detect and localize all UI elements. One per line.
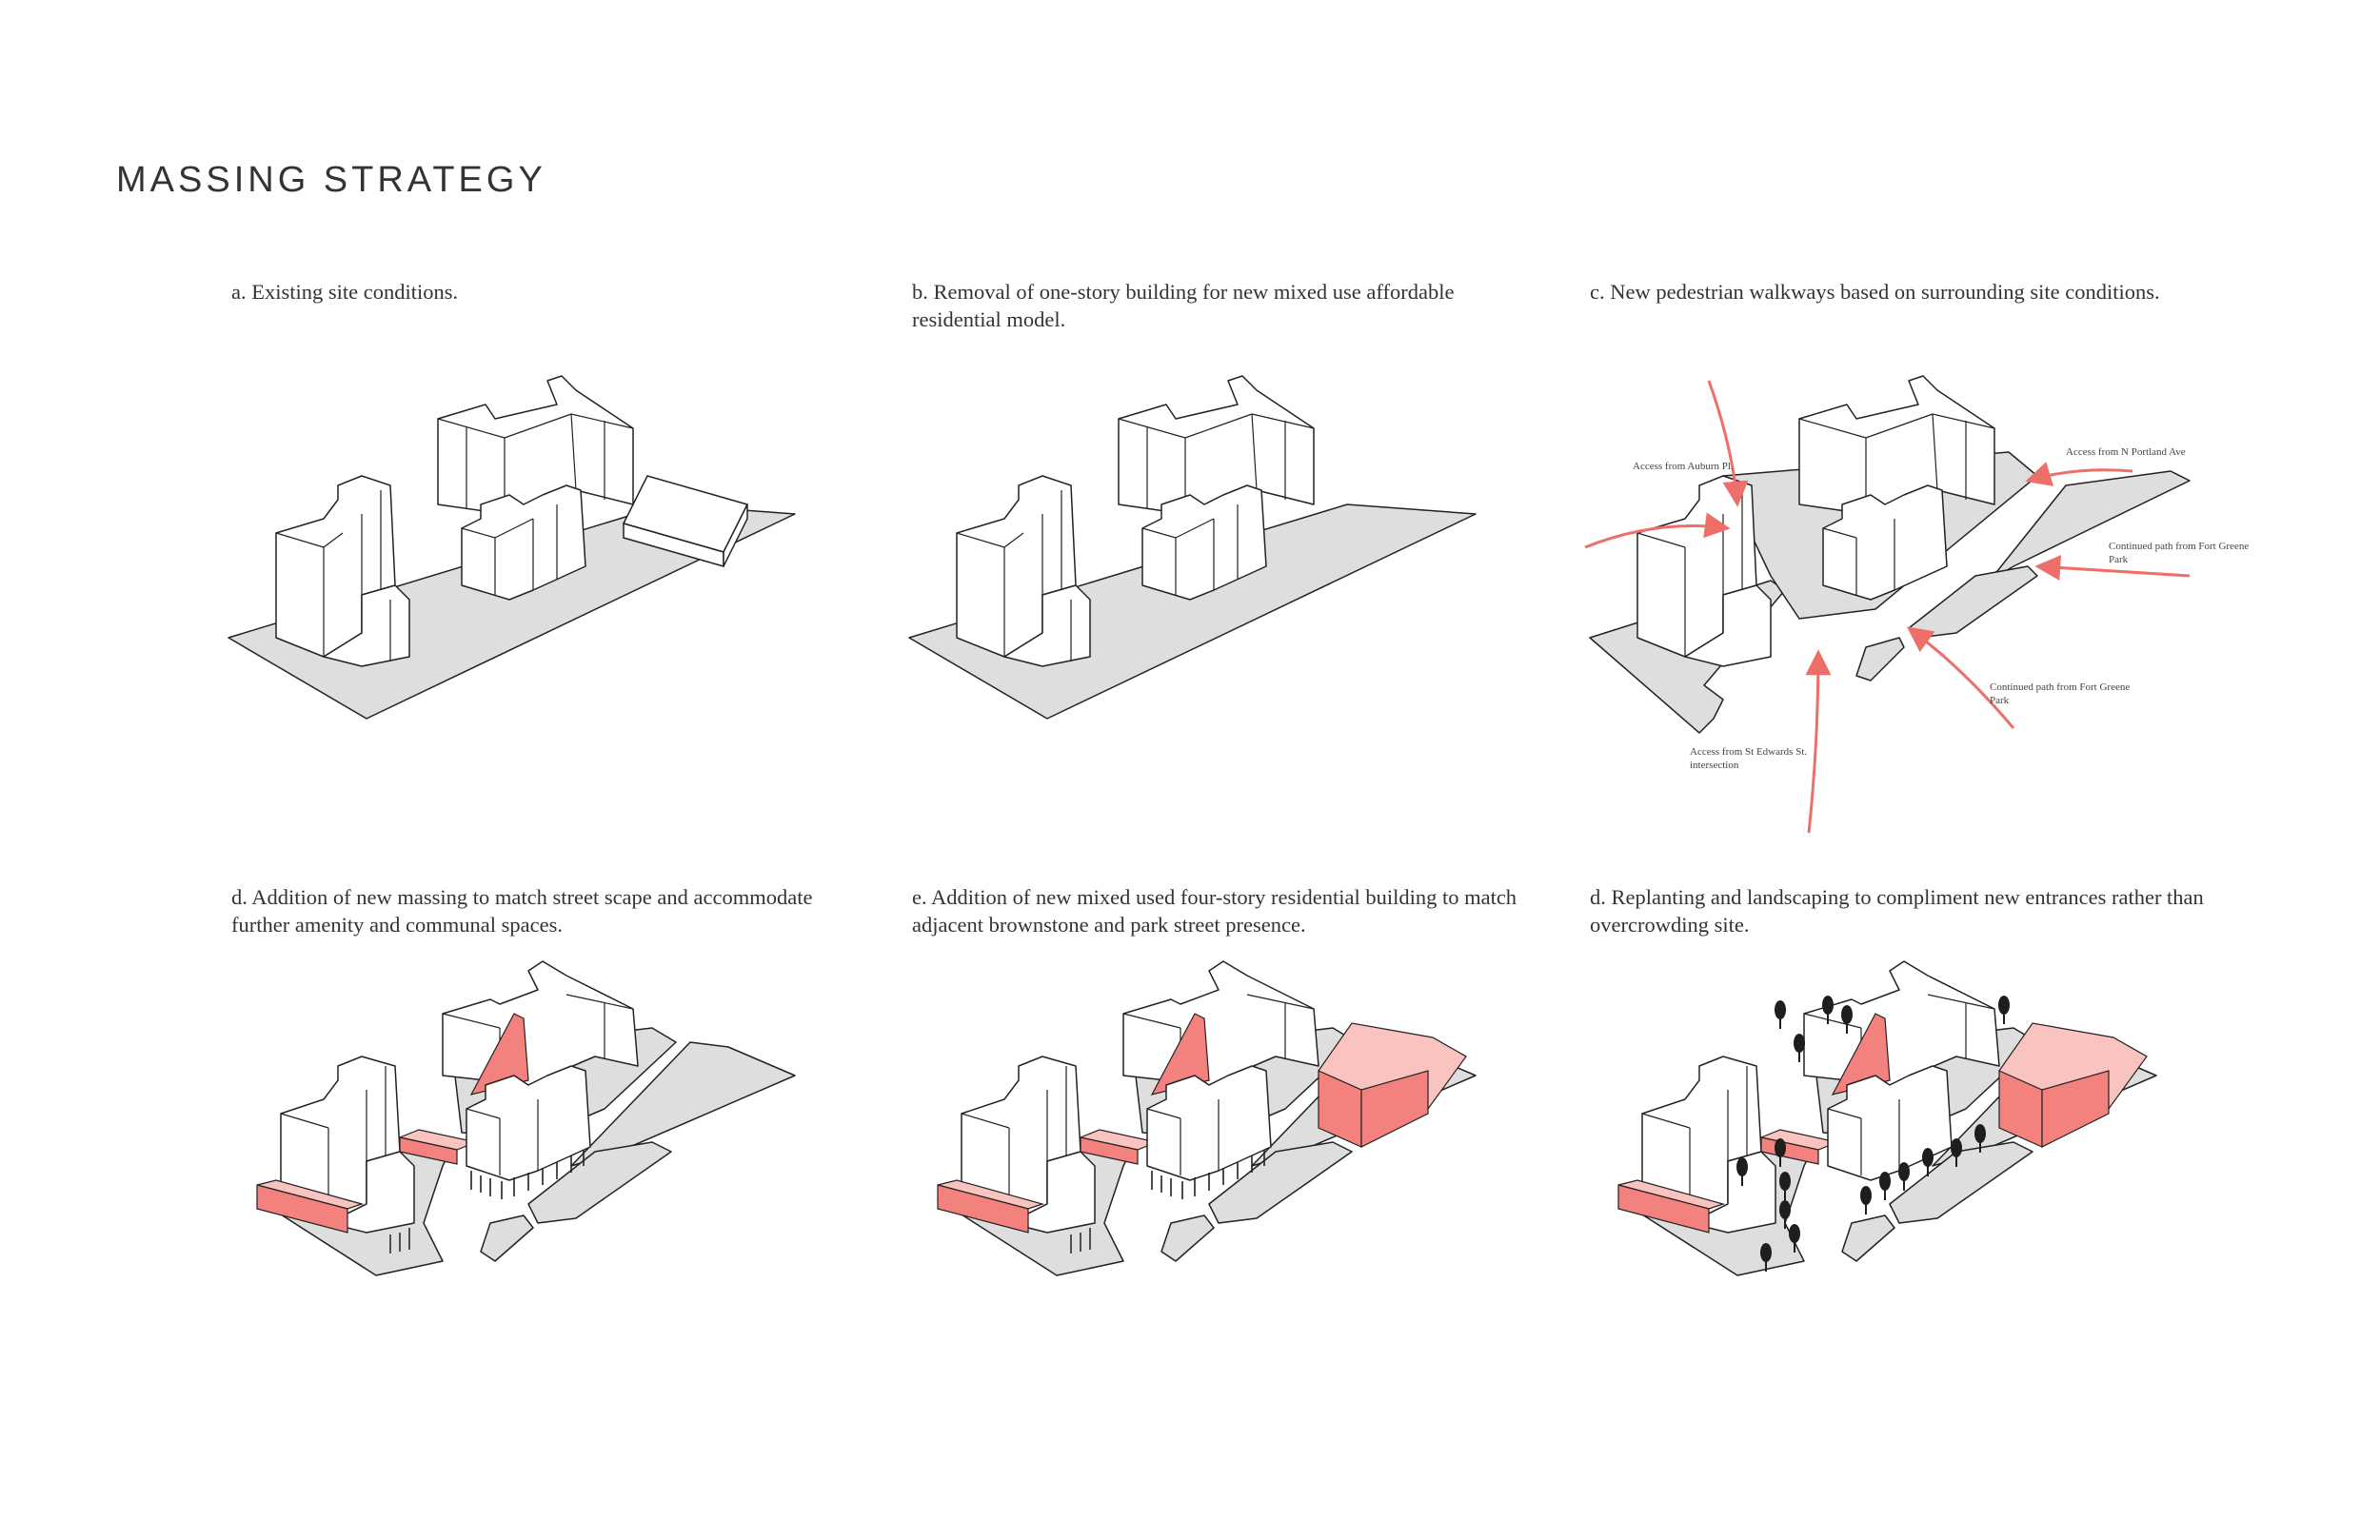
new-massing-base [937,1179,1045,1234]
park-strip-2 [1208,1141,1353,1224]
new-massing-connector [397,1129,479,1165]
new-massing-base [1617,1179,1726,1234]
caption-d: d. Addition of new massing to match stre… [231,885,813,937]
park-strip-2 [527,1141,672,1224]
panel-b-diagram [900,362,1490,742]
arrow-fort-greene-2 [1906,626,2015,729]
caption-a: a. Existing site conditions. [231,280,459,304]
tree-icon [1997,995,2011,1025]
panel-a-diagram [219,362,809,742]
park-strip-1 [1989,470,2191,582]
page-title: MASSING STRATEGY [116,160,546,200]
back-building [437,375,634,515]
caption-b: b. Removal of one-story building for new… [912,280,1455,331]
tree-icon [1774,999,1787,1030]
left-building [961,1056,1096,1254]
park-strip-3 [1855,637,1905,681]
tree-icon [1859,1185,1873,1215]
middle-building [1146,1065,1272,1199]
park-strip-2 [1908,565,2038,639]
left-building [956,475,1091,667]
caption-c: c. New pedestrian walkways based on surr… [1590,280,2160,304]
park-strip-3 [1160,1214,1215,1262]
park-strip-3 [1841,1214,1895,1262]
back-building [1118,375,1315,515]
middle-building [461,484,586,601]
note-st-edwards-b: intersection [1690,760,1739,771]
left-building [280,1056,415,1254]
left-building [275,475,410,667]
arrow-fort-greene-1 [2034,555,2191,581]
middle-building [1141,484,1267,601]
note-st-edwards-a: Access from St Edwards St. [1690,746,1807,758]
new-massing-base [256,1179,365,1234]
one-story-building [622,475,749,567]
note-portland: Access from N Portland Ave [2066,446,2186,458]
middle-building [466,1065,591,1199]
panel-f-diagram [1614,947,2204,1318]
tree-icon [1878,1171,1892,1201]
note-fort-greene-1b: Park [2109,554,2129,565]
note-fort-greene-1a: Continued path from Fort Greene [2109,541,2249,552]
back-building [1798,375,1995,515]
park-strip-3 [480,1214,534,1262]
arrow-portland [2025,462,2133,486]
note-fort-greene-2a: Continued path from Fort Greene [1990,681,2130,693]
note-fort-greene-2b: Park [1990,695,2010,706]
note-auburn: Access from Auburn Pl. [1633,461,1734,472]
caption-f: d. Replanting and landscaping to complim… [1590,885,2204,937]
panel-d-diagram [252,947,843,1318]
panel-e-diagram [933,947,1523,1318]
arrow-st-edwards [1805,649,1832,834]
back-building [442,960,639,1096]
middle-building [1822,484,1948,601]
tree-icon [1897,1161,1911,1192]
caption-e: e. Addition of new mixed used four-story… [912,885,1517,937]
new-residential-building [1998,1022,2148,1148]
new-residential-building [1318,1022,1467,1148]
middle-building [1827,1065,1953,1181]
panel-c-diagram: Access from Auburn Pl. Access from N Por… [1580,362,2294,838]
arrow-auburn [1584,512,1731,549]
tree-icon [1793,1033,1806,1063]
arrow-north [1707,380,1749,507]
left-building [1636,475,1772,667]
